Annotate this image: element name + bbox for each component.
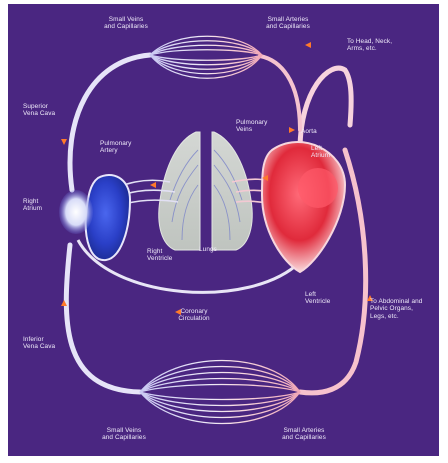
label-left-ventricle: Left Ventricle (305, 291, 345, 306)
label-coronary-circulation: Coronary Circulation (169, 308, 219, 323)
label-small-arteries-capillaries-top: Small Arteries and Capillaries (252, 16, 324, 31)
label-pulmonary-veins: Pulmonary Veins (236, 119, 282, 134)
label-right-ventricle: Right Ventricle (147, 248, 192, 263)
label-small-veins-capillaries-top: Small Veins and Capillaries (95, 16, 157, 31)
label-right-atrium: Right Atrium (23, 198, 63, 213)
label-superior-vena-cava: Superior Vena Cava (23, 103, 73, 118)
label-to-head-neck-arms: To Head, Neck, Arms, etc. (347, 38, 417, 53)
label-small-arteries-capillaries-bottom: Small Arteries and Capillaries (268, 427, 340, 442)
label-left-atrium: Left Atrium (311, 145, 351, 160)
label-pulmonary-artery: Pulmonary Artery (100, 140, 148, 155)
label-inferior-vena-cava: Inferior Vena Cava (23, 336, 71, 351)
label-to-abdominal-pelvic-legs: To Abdominal and Pelvic Organs, Legs, et… (370, 298, 440, 320)
label-small-veins-capillaries-bottom: Small Veins and Capillaries (93, 427, 155, 442)
label-aorta: Aorta (301, 128, 341, 135)
label-lungs: Lungs (193, 246, 223, 253)
